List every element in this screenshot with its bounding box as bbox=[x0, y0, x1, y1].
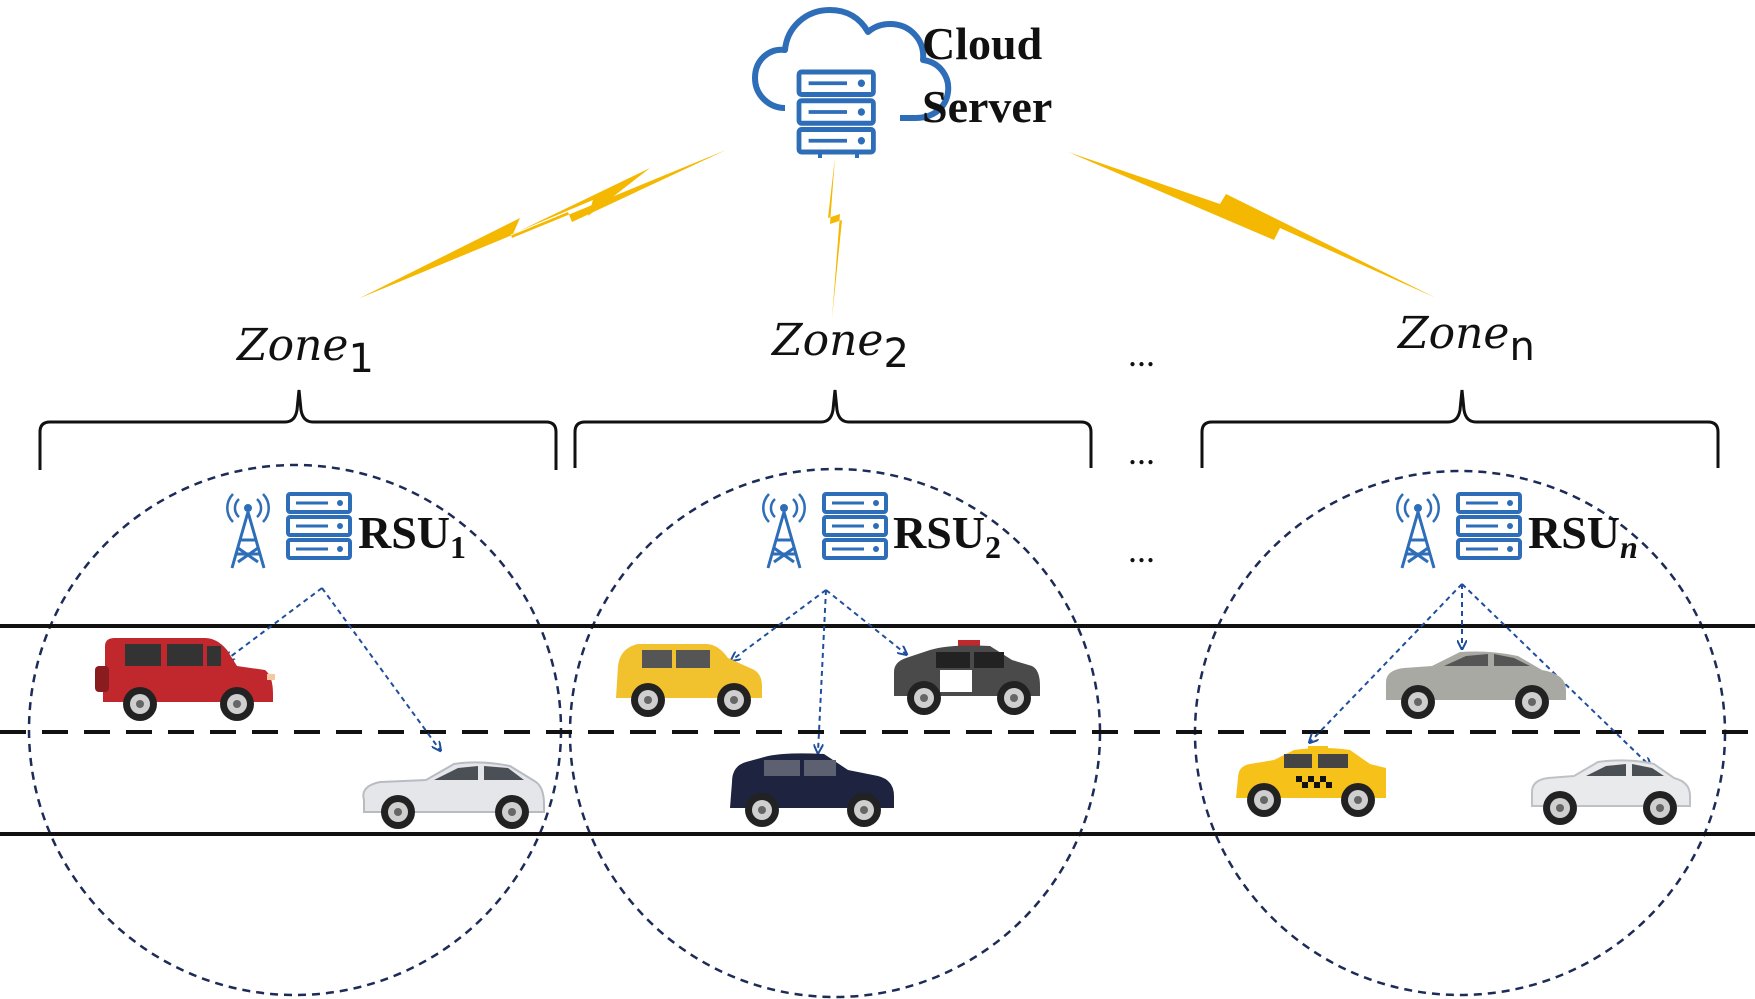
rsu-1-links bbox=[226, 587, 440, 750]
zone-2-label: Zone2 bbox=[770, 315, 909, 377]
vehicle-sedan-grey bbox=[1386, 651, 1566, 719]
zone-n-label: Zonen bbox=[1396, 308, 1535, 370]
wireless-link-zone2 bbox=[828, 157, 842, 318]
cloud-label-line1: Cloud bbox=[922, 18, 1043, 69]
vehicle-sedan-white bbox=[362, 761, 545, 829]
zone-1-label: Zone1 bbox=[235, 320, 374, 382]
cloud-server-icon bbox=[752, 7, 952, 158]
rsu-n-label: RSUn bbox=[1528, 507, 1638, 565]
vehicle-police-car bbox=[894, 640, 1040, 715]
wireless-link-zone-n bbox=[1068, 152, 1436, 298]
wireless-link-zone1 bbox=[360, 150, 726, 298]
rsu-n-server-icon bbox=[1456, 492, 1522, 560]
cloud-label-line2: Server bbox=[922, 81, 1052, 132]
vehicle-suv-navy bbox=[730, 753, 894, 827]
rsu-2-server-icon bbox=[822, 492, 888, 560]
zone-2-brace bbox=[573, 389, 1093, 468]
vehicle-hatchback-yellow bbox=[616, 644, 762, 717]
antenna-icon bbox=[761, 492, 807, 570]
vehicle-taxi bbox=[1236, 746, 1386, 817]
zone-n-brace bbox=[1200, 389, 1720, 468]
vehicle-sedan-silver bbox=[1531, 759, 1691, 825]
rsu-1-server-icon bbox=[286, 492, 352, 560]
rsu-2-links bbox=[732, 589, 906, 752]
ellipsis-2: ... bbox=[1128, 432, 1155, 472]
vehicle-suv-red bbox=[95, 638, 275, 721]
antenna-icon bbox=[1395, 492, 1441, 570]
rsu-2-label: RSU2 bbox=[893, 507, 1001, 565]
zone-1-brace bbox=[38, 389, 558, 470]
rsu-1-label: RSU1 bbox=[358, 507, 466, 565]
ellipsis-1: ... bbox=[1128, 334, 1155, 374]
antenna-icon bbox=[225, 492, 271, 570]
ellipsis-3: ... bbox=[1128, 530, 1155, 570]
